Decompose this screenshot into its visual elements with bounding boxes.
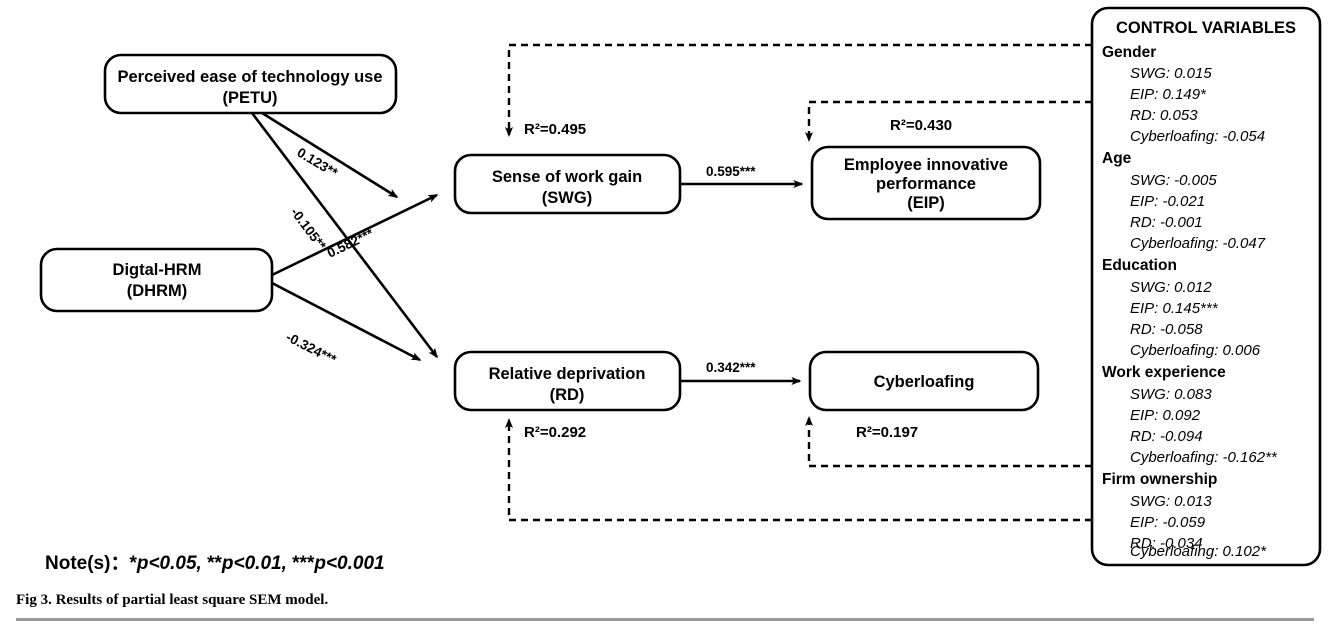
node-petu[interactable]: Perceived ease of technology use (PETU): [103, 53, 398, 115]
control-item: EIP: 0.149*: [1130, 86, 1207, 103]
note-sig1-text: p<0.05,: [136, 553, 208, 574]
control-item: SWG: -0.005: [1130, 172, 1217, 189]
control-group-name: Age: [1102, 150, 1132, 167]
control-item: EIP: 0.092: [1130, 407, 1201, 424]
path-label-swg-to-eip: 0.595***: [706, 164, 756, 179]
note-sig3-text: p<0.001: [314, 553, 385, 574]
control-item: RD: -0.001: [1130, 214, 1203, 231]
node-cyberloafing[interactable]: Cyberloafing: [808, 350, 1040, 412]
control-variables-title: CONTROL VARIABLES: [1116, 19, 1296, 37]
figure-caption: Fig 3. Results of partial least square S…: [16, 592, 329, 608]
control-item: EIP: -0.021: [1130, 193, 1205, 210]
note-sig3-stars: ***: [292, 553, 315, 574]
control-item: Cyberloafing: -0.162**: [1130, 449, 1278, 466]
control-item: Cyberloafing: -0.047: [1130, 235, 1266, 252]
dashed-path-controls-to-cyberloafing: [805, 416, 1092, 468]
node-eip-line2: performance: [876, 175, 976, 193]
control-item: SWG: 0.083: [1130, 386, 1212, 403]
dashed-path-controls-to-swg: [505, 43, 1092, 137]
node-dhrm[interactable]: Digtal-HRM (DHRM): [39, 247, 274, 313]
control-group-name: Firm ownership: [1102, 471, 1217, 488]
node-swg[interactable]: Sense of work gain (SWG): [453, 153, 682, 215]
control-item: RD: -0.058: [1130, 321, 1203, 338]
node-rd-line1: Relative deprivation: [489, 365, 646, 383]
path-label-rd-to-cyberloafing: 0.342***: [706, 360, 756, 375]
node-dhrm-line1: Digtal-HRM: [113, 261, 202, 279]
path-label-petu-to-rd: -0.105**: [288, 205, 330, 254]
r2-eip: R²=0.430: [890, 117, 952, 134]
dashed-path-controls-to-rd: [505, 418, 1092, 522]
control-item: SWG: 0.013: [1130, 493, 1212, 510]
node-eip-line1: Employee innovative: [844, 156, 1008, 174]
node-dhrm-line2: (DHRM): [127, 282, 187, 300]
footer-divider: [16, 618, 1314, 621]
control-item-last: Cyberloafing: 0.102*: [1130, 543, 1267, 560]
r2-swg: R²=0.495: [524, 121, 586, 138]
path-label-petu-to-swg: 0.123**: [294, 145, 340, 181]
control-item: SWG: 0.012: [1130, 279, 1212, 296]
node-swg-line2: (SWG): [542, 189, 592, 207]
control-item: RD: 0.053: [1130, 107, 1198, 124]
node-rd[interactable]: Relative deprivation (RD): [453, 350, 682, 412]
control-item: Cyberloafing: -0.054: [1130, 128, 1265, 145]
node-petu-line1: Perceived ease of technology use: [117, 68, 382, 86]
node-petu-line2: (PETU): [223, 89, 278, 107]
control-item: RD: -0.094: [1130, 428, 1203, 445]
node-swg-line1: Sense of work gain: [492, 168, 642, 186]
node-eip[interactable]: Employee innovative performance (EIP): [810, 145, 1042, 221]
note-sig2-stars: **: [207, 553, 222, 574]
note-sig2-text: p<0.01,: [221, 553, 293, 574]
path-petu-to-swg: [261, 111, 399, 199]
note-label: Note(s)：: [45, 553, 130, 574]
control-item: EIP: 0.145***: [1130, 300, 1219, 317]
significance-note: Note(s)：*p<0.05, **p<0.01, ***p<0.001: [45, 548, 385, 575]
path-label-dhrm-to-rd: -0.324***: [284, 329, 340, 367]
r2-cyberloafing: R²=0.197: [856, 424, 918, 441]
control-item: Cyberloafing: 0.006: [1130, 342, 1261, 359]
control-group-name: Gender: [1102, 44, 1156, 61]
control-variables-panel: CONTROL VARIABLES Gender SWG: 0.015 EIP:…: [1090, 6, 1322, 567]
path-label-dhrm-to-swg: 0.582***: [325, 225, 377, 261]
path-petu-to-rd: [250, 112, 439, 359]
control-group-name: Education: [1102, 257, 1177, 274]
node-eip-line3: (EIP): [907, 194, 945, 212]
note-sig1-stars: *: [129, 553, 137, 574]
control-group-name: Work experience: [1102, 364, 1226, 381]
node-rd-line2: (RD): [550, 386, 585, 404]
path-dhrm-to-swg: [271, 193, 439, 277]
control-item: EIP: -0.059: [1130, 514, 1206, 531]
r2-rd: R²=0.292: [524, 424, 586, 441]
control-item: RD: -0.034: [1130, 535, 1203, 552]
dashed-path-controls-to-eip: [805, 100, 1092, 142]
path-dhrm-to-rd: [271, 281, 422, 362]
control-item: SWG: 0.015: [1130, 65, 1212, 82]
node-cyberloafing-line1: Cyberloafing: [874, 373, 975, 391]
